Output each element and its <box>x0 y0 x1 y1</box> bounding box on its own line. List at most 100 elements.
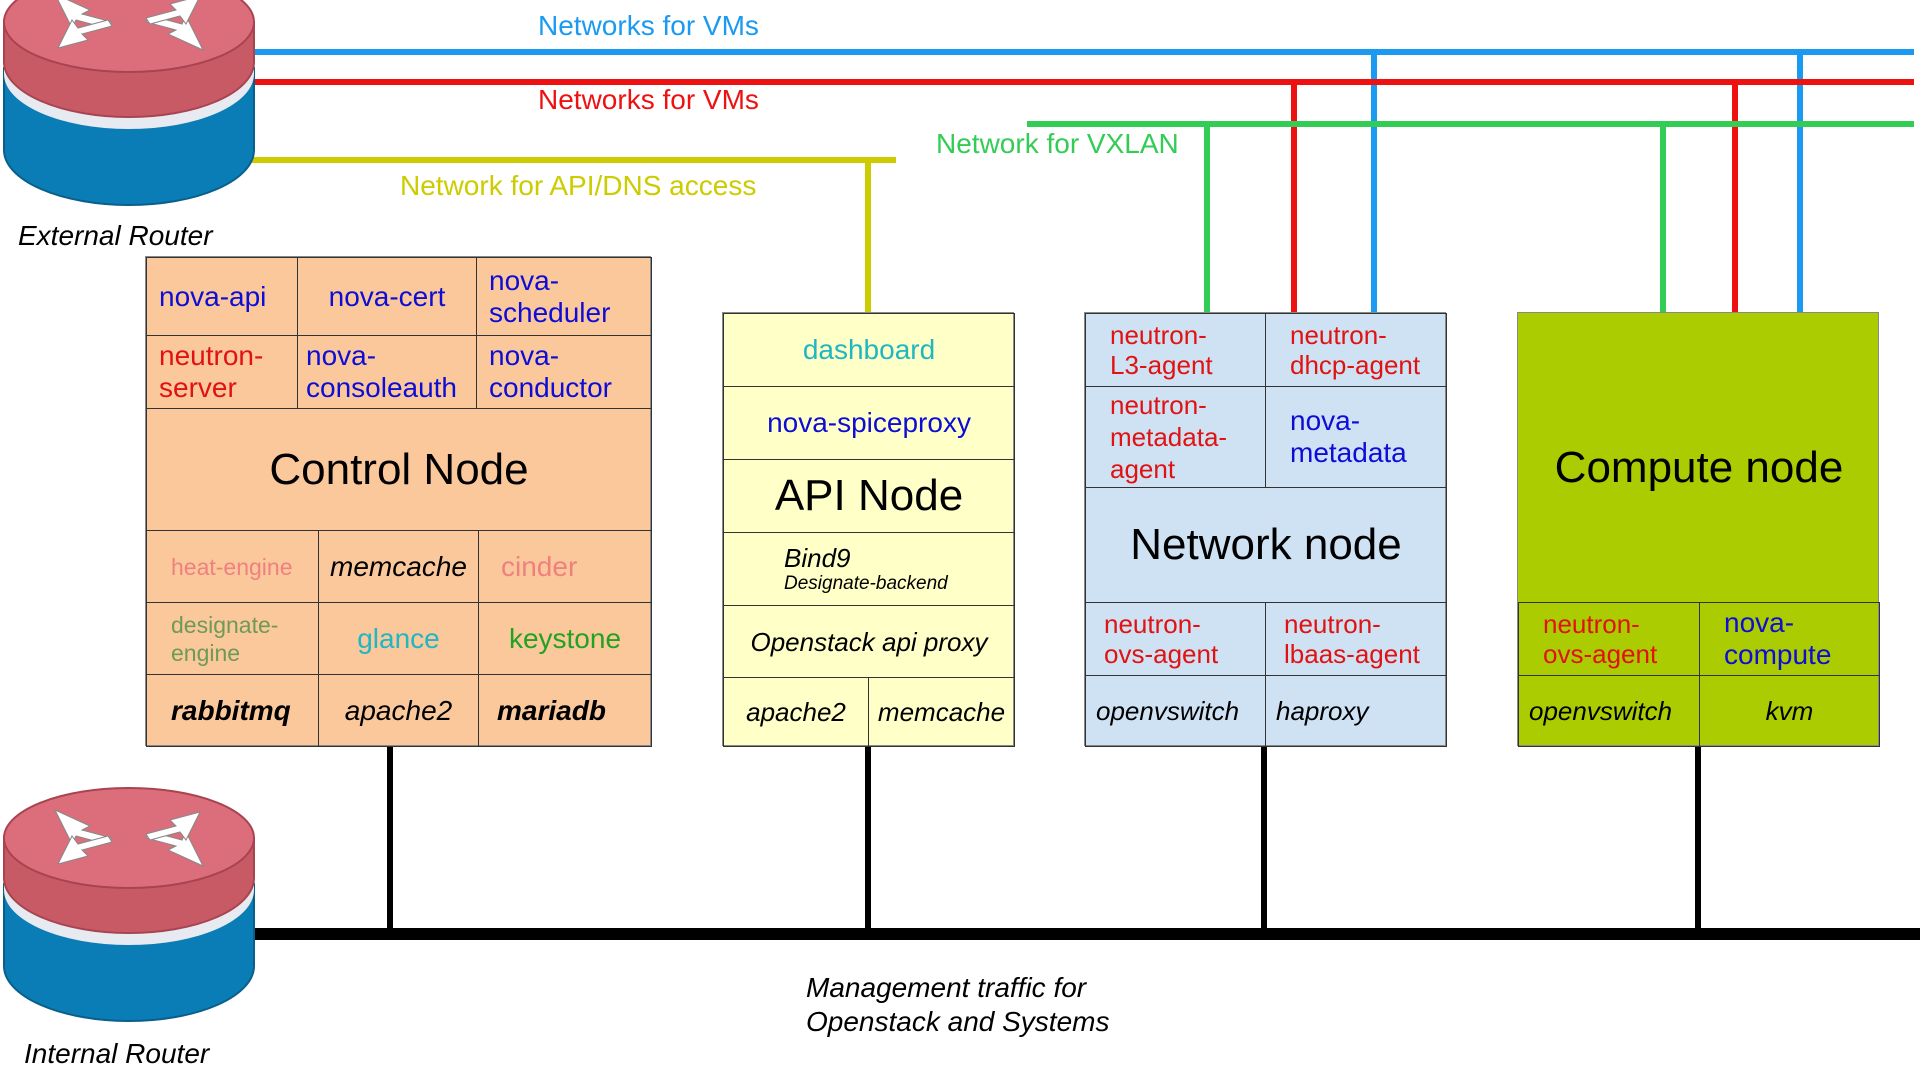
compute-node-title-text: Compute node <box>1554 443 1844 492</box>
glance-label: glance <box>357 622 440 654</box>
keystone-service: keystone <box>478 602 652 675</box>
dhcp-agent-label-2: dhcp-agent <box>1290 350 1421 380</box>
compute-neutron-ovs-agent-service: neutron- ovs-agent <box>1518 602 1700 676</box>
api-proxy-service: Openstack api proxy <box>723 605 1015 678</box>
cinder-label: cinder <box>501 550 578 582</box>
nova-cert-label: nova-cert <box>328 280 446 312</box>
vm-network-blue-label: Networks for VMs <box>538 10 759 41</box>
compute-ovs-agent-label-1: neutron- <box>1543 609 1640 639</box>
network-openvswitch-label: openvswitch <box>1096 696 1240 726</box>
nova-scheduler-service: nova- scheduler <box>476 257 652 336</box>
compute-openvswitch-label: openvswitch <box>1529 696 1673 726</box>
api-dns-network <box>250 157 896 312</box>
management-network-label-line1: Management traffic for <box>806 972 1087 1003</box>
apache2-label: apache2 <box>344 694 453 726</box>
api-memcache-label: memcache <box>877 697 1006 727</box>
network-node-title-text: Network node <box>1130 520 1402 569</box>
compute-ovs-agent-label-2: ovs-agent <box>1543 639 1658 669</box>
neutron-server-service: neutron- server <box>146 335 298 409</box>
apache2-service: apache2 <box>318 674 479 747</box>
dashboard-service: dashboard <box>723 313 1015 387</box>
control-node: nova-api nova-cert nova- scheduler neutr… <box>145 256 652 747</box>
lbaas-agent-label-1: neutron- <box>1284 609 1381 639</box>
control-node-title: Control Node <box>146 408 652 531</box>
dhcp-agent-label-1: neutron- <box>1290 320 1387 350</box>
compute-node-title: Compute node <box>1518 313 1880 603</box>
api-node: dashboard nova-spiceproxy API Node Bind9… <box>722 312 1015 747</box>
internal-router-icon <box>3 787 255 1022</box>
vm-network-red-label: Networks for VMs <box>538 84 759 115</box>
nova-consoleauth-service: nova- consoleauth <box>297 335 477 409</box>
api-memcache-service: memcache <box>868 677 1015 747</box>
designate-backend-label: Designate-backend <box>784 573 948 594</box>
glance-service: glance <box>318 602 479 675</box>
metadata-agent-label-1: neutron- <box>1110 390 1207 420</box>
internal-router-label: Internal Router <box>24 1038 210 1069</box>
bind9-service: Bind9 Designate-backend <box>723 532 1015 606</box>
rabbitmq-service: rabbitmq <box>146 674 319 747</box>
nova-conductor-label-1: nova- <box>489 340 560 371</box>
neutron-lbaas-agent-service: neutron- lbaas-agent <box>1265 602 1447 676</box>
kvm-service: kvm <box>1699 675 1880 747</box>
api-dns-network-label: Network for API/DNS access <box>400 170 757 201</box>
mariadb-service: mariadb <box>478 674 652 747</box>
nova-compute-service: nova- compute <box>1699 602 1880 676</box>
keystone-label: keystone <box>508 622 622 654</box>
neutron-server-label-1: neutron- <box>159 340 264 371</box>
lbaas-agent-label-2: lbaas-agent <box>1284 639 1420 669</box>
management-network <box>250 746 1920 940</box>
network-neutron-ovs-agent-service: neutron- ovs-agent <box>1085 602 1266 676</box>
heat-engine-label: heat-engine <box>171 553 293 580</box>
compute-node: Compute node neutron- ovs-agent nova- co… <box>1517 312 1880 747</box>
rabbitmq-label: rabbitmq <box>171 694 291 726</box>
nova-conductor-label-2: conductor <box>489 372 612 403</box>
control-node-title-text: Control Node <box>269 444 529 494</box>
api-apache2-label: apache2 <box>746 697 846 727</box>
api-proxy-label: Openstack api proxy <box>750 626 988 657</box>
nova-conductor-service: nova- conductor <box>476 335 652 409</box>
mariadb-label: mariadb <box>497 694 606 726</box>
api-node-title-text: API Node <box>774 471 964 520</box>
cinder-service: cinder <box>478 530 652 603</box>
nova-metadata-label-2: metadata <box>1290 437 1407 468</box>
external-router-label: External Router <box>18 220 213 251</box>
nova-api-label: nova-api <box>159 280 267 312</box>
neutron-dhcp-agent-service: neutron- dhcp-agent <box>1265 313 1447 387</box>
management-network-label-line2: Openstack and Systems <box>806 1006 1110 1037</box>
nova-compute-label-1: nova- <box>1724 607 1795 638</box>
compute-openvswitch-service: openvswitch <box>1518 675 1700 747</box>
nova-consoleauth-label-1: nova- <box>306 340 377 371</box>
kvm-label: kvm <box>1765 696 1814 726</box>
network-node: neutron- L3-agent neutron- dhcp-agent ne… <box>1084 312 1447 747</box>
neutron-metadata-agent-service: neutron- metadata- agent <box>1085 386 1266 488</box>
api-apache2-service: apache2 <box>723 677 869 747</box>
nova-consoleauth-label-2: consoleauth <box>306 372 458 403</box>
vm-network-blue <box>250 49 1914 312</box>
network-ovs-agent-label-1: neutron- <box>1104 609 1201 639</box>
network-ovs-agent-label-2: ovs-agent <box>1104 639 1219 669</box>
designate-engine-service: designate- engine <box>146 602 319 675</box>
haproxy-service: haproxy <box>1265 675 1447 747</box>
vxlan-network-label: Network for VXLAN <box>936 128 1179 159</box>
nova-compute-label-2: compute <box>1724 639 1832 670</box>
heat-engine-service: heat-engine <box>146 530 319 603</box>
metadata-agent-label-3: agent <box>1110 454 1176 484</box>
api-node-title: API Node <box>723 459 1015 533</box>
metadata-agent-label-2: metadata- <box>1110 422 1228 452</box>
vxlan-network <box>1027 121 1914 312</box>
designate-engine-label-2: engine <box>171 639 241 666</box>
bind9-label: Bind9 <box>784 543 851 573</box>
network-node-title: Network node <box>1085 487 1447 603</box>
nova-metadata-service: nova- metadata <box>1265 386 1447 488</box>
nova-spiceproxy-service: nova-spiceproxy <box>723 386 1015 460</box>
nova-spiceproxy-label: nova-spiceproxy <box>767 407 971 438</box>
nova-api-service: nova-api <box>146 257 298 336</box>
neutron-l3-agent-service: neutron- L3-agent <box>1085 313 1266 387</box>
neutron-server-label-2: server <box>159 372 237 403</box>
vm-network-red <box>250 79 1914 312</box>
external-router-icon <box>3 0 255 206</box>
memcache-service: memcache <box>318 530 479 603</box>
dashboard-label: dashboard <box>802 334 936 365</box>
nova-cert-service: nova-cert <box>297 257 477 336</box>
